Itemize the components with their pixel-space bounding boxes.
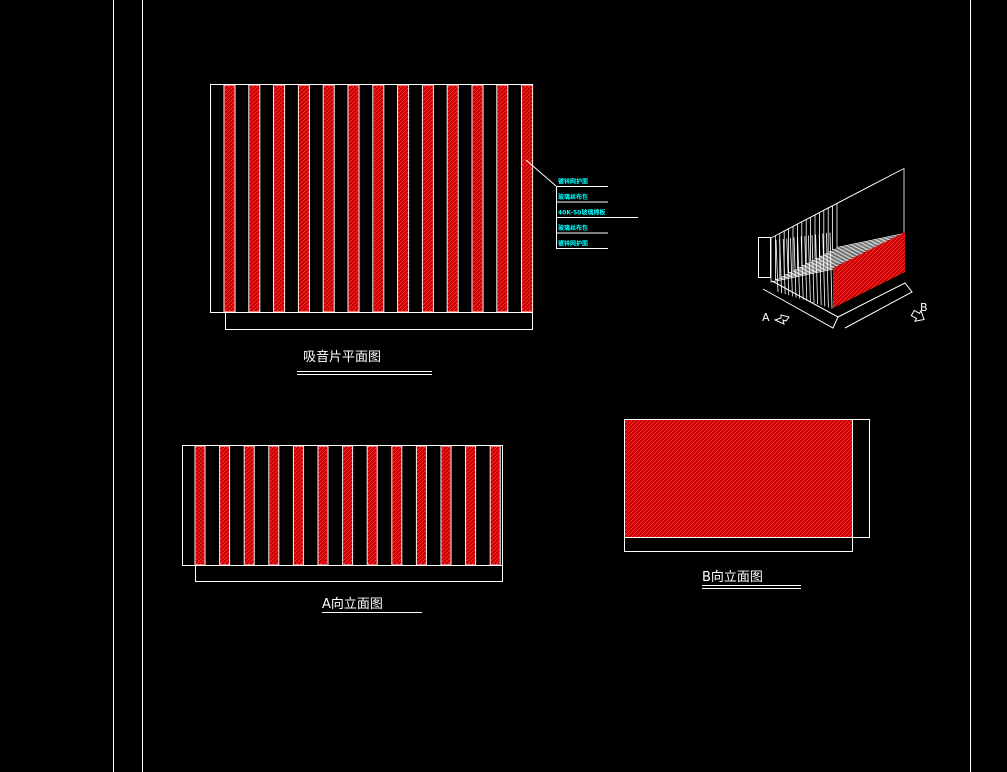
- plan-strip-texture: [422, 85, 434, 312]
- a-elevation-strip-texture: [490, 446, 501, 565]
- plan-strip-texture: [348, 85, 359, 312]
- plan-strip-texture: [298, 85, 310, 312]
- isometric-fin-edge: [808, 235, 811, 302]
- direction-a-arrow-icon: [773, 314, 790, 325]
- a-elevation-strip-texture: [465, 446, 476, 565]
- callout-label: 镀锌网护面: [558, 240, 588, 248]
- isometric-view: A B: [758, 167, 928, 329]
- a-elevation-strip-texture: [367, 446, 378, 565]
- isometric-end-block: [758, 237, 771, 278]
- isometric-fin-edge: [797, 236, 800, 299]
- a-elevation-strip-texture: [195, 446, 205, 565]
- direction-b-arrow-icon: [910, 309, 925, 322]
- drawing-frame: [113, 0, 971, 772]
- isometric-fin-edge: [793, 237, 797, 298]
- b-elevation-view: B向立面图: [624, 419, 870, 589]
- a-elevation-strip-texture: [441, 446, 451, 565]
- plan-view-title: 吸音片平面图: [303, 349, 381, 365]
- plan-strip-texture: [273, 85, 285, 312]
- isometric-fin-edge: [818, 233, 822, 306]
- b-elevation-base: [624, 537, 853, 552]
- callout-label: 40K-50玻璃棉板: [558, 209, 606, 217]
- b-elevation-title: B向立面图: [702, 569, 763, 585]
- isometric-fins: [770, 167, 905, 309]
- callout-leader-diagonal: [525, 159, 557, 187]
- isometric-fin-edge: [815, 234, 818, 305]
- plan-strip-texture: [372, 85, 384, 312]
- a-elevation-strip-texture: [244, 446, 255, 565]
- isometric-fin-edge: [826, 232, 829, 308]
- isometric-fin-edge: [804, 235, 808, 301]
- callout-label: 镀锌网护面: [558, 178, 588, 186]
- plan-strip-texture: [224, 85, 235, 312]
- isometric-fin-edge: [811, 234, 815, 304]
- a-elevation-strips: [194, 445, 501, 566]
- isometric-fin-edge: [829, 232, 833, 309]
- a-elevation-strip-texture: [342, 446, 353, 565]
- a-elevation-view: A向立面图: [182, 445, 503, 613]
- plan-strip-texture: [521, 85, 533, 312]
- callout-label: 玻璃丝布包: [558, 224, 588, 232]
- callout-label: 玻璃丝布包: [558, 193, 588, 201]
- a-elevation-base: [195, 565, 503, 582]
- plan-strip-texture: [323, 85, 335, 312]
- plan-title-group: 吸音片平面图: [297, 349, 432, 375]
- isometric-fin-edge: [786, 238, 790, 296]
- a-elevation-title: A向立面图: [322, 596, 383, 612]
- isometric-fin-edge: [782, 238, 786, 295]
- plan-base: [225, 312, 533, 330]
- isometric-fin-edge: [775, 239, 779, 293]
- isometric-fin-edge: [822, 233, 826, 307]
- isometric-fin: [836, 167, 905, 248]
- a-elevation-strip-texture: [318, 446, 328, 565]
- a-elevation-strip-texture: [391, 446, 402, 565]
- isometric-base-right: [837, 282, 913, 329]
- plan-strip-texture: [397, 85, 409, 312]
- plan-absorber-strips: [223, 84, 534, 313]
- isometric-base-left: [762, 280, 839, 329]
- b-elevation-texture: [625, 420, 852, 537]
- isometric-fin-edge: [790, 237, 793, 297]
- plan-strip-texture: [248, 85, 260, 312]
- a-elevation-strip-texture: [219, 446, 230, 565]
- isometric-fin-edge: [779, 239, 782, 294]
- plan-strip-texture: [472, 85, 483, 312]
- a-elevation-strip-texture: [268, 446, 279, 565]
- isometric-red-face-texture: [833, 232, 905, 308]
- direction-b-label: B: [920, 301, 928, 314]
- isometric-fin-edge: [800, 236, 804, 300]
- plan-strip-texture: [447, 85, 459, 312]
- plan-view: [210, 84, 534, 330]
- a-elevation-strip-texture: [416, 446, 427, 565]
- plan-strip-texture: [496, 85, 508, 312]
- a-elevation-strip-texture: [293, 446, 304, 565]
- direction-a-label: A: [762, 311, 770, 324]
